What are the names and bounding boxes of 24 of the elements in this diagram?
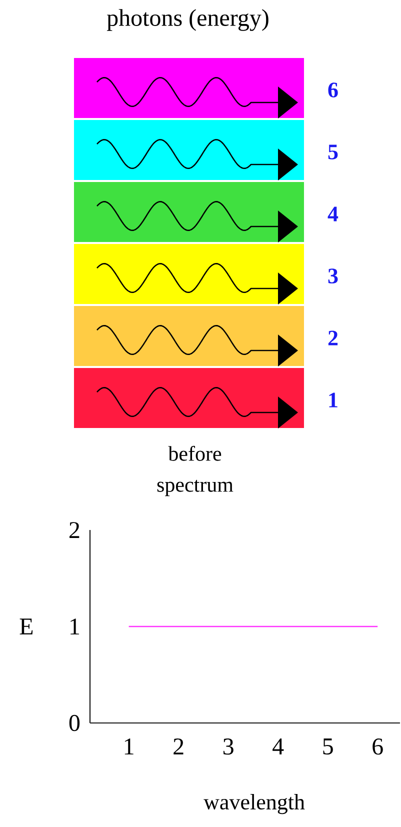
y-tick-label: 2 xyxy=(70,522,80,538)
color-band xyxy=(74,368,304,428)
color-band xyxy=(74,306,304,366)
band-number: 6 xyxy=(328,82,338,98)
y-axis-title: E xyxy=(20,618,33,634)
x-tick-label: 5 xyxy=(323,738,333,754)
band-number: 1 xyxy=(329,392,338,408)
title: photons (energy) xyxy=(106,9,268,31)
x-tick-label: 4 xyxy=(272,738,284,754)
color-band xyxy=(74,182,304,242)
x-tick-label: 1 xyxy=(124,738,134,754)
x-tick-label: 6 xyxy=(372,738,383,755)
band-number: 3 xyxy=(328,268,338,284)
x-tick-label: 2 xyxy=(174,738,184,754)
band-number: 4 xyxy=(328,206,338,222)
x-axis-title: wavelength xyxy=(204,794,305,814)
y-tick-label: 0 xyxy=(69,714,80,732)
color-band xyxy=(74,244,304,304)
y-tick-label: 1 xyxy=(70,618,80,634)
x-tick-label: 3 xyxy=(223,738,234,755)
band-number: 2 xyxy=(328,330,338,346)
color-band xyxy=(74,58,304,118)
band-number: 5 xyxy=(328,144,338,160)
color-band xyxy=(74,120,304,180)
